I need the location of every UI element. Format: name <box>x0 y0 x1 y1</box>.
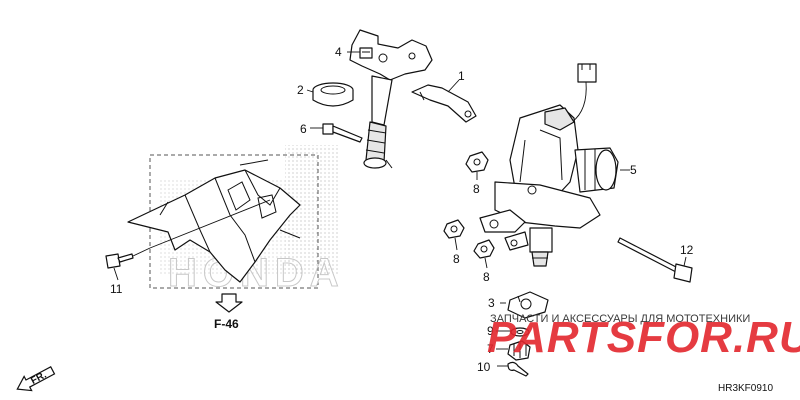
part-2-seal <box>312 82 354 107</box>
callout-6: 6 <box>300 122 307 136</box>
watermark-title: PARTSFOR.RU <box>487 313 800 362</box>
callout-9: 9 <box>487 324 494 338</box>
part-12-long-bolt <box>617 237 693 283</box>
part-9-washer <box>510 327 530 337</box>
callout-5: 5 <box>630 163 637 177</box>
diagram-code: HR3KF0910 <box>718 383 773 394</box>
watermark-subtitle: ЗАПЧАСТИ И АКСЕССУАРЫ ДЛЯ МОТОТЕХНИКИ <box>490 313 750 325</box>
part-8-nut-middle <box>443 219 465 239</box>
part-5-power-steering-unit <box>479 63 619 267</box>
part-3-arm <box>507 291 549 319</box>
frame-bracket <box>127 159 301 283</box>
front-arrow-icon <box>16 366 56 392</box>
down-arrow-icon <box>215 293 243 313</box>
callout-7: 7 <box>487 342 494 356</box>
part-6-bolt <box>322 123 363 143</box>
leader-lines <box>113 51 687 367</box>
steering-shaft-upper <box>349 29 433 169</box>
callout-1: 1 <box>458 69 465 83</box>
callout-8-upper: 8 <box>473 182 480 196</box>
callouts: 1 2 3 4 5 6 7 8 8 8 9 10 11 12 <box>110 45 694 374</box>
part-11-bolt <box>105 253 134 269</box>
part-10-cotter-pin <box>507 361 529 377</box>
reference-f46: F-46 <box>214 293 243 331</box>
watermark: ЗАПЧАСТИ И АКСЕССУАРЫ ДЛЯ МОТОТЕХНИКИ PA… <box>487 313 800 362</box>
callout-8-middle: 8 <box>453 252 460 266</box>
callout-4: 4 <box>335 45 342 59</box>
callout-12: 12 <box>680 243 694 257</box>
direction-indicator: FR. <box>16 366 56 392</box>
part-4-clip <box>359 47 373 59</box>
part-7-castle-nut <box>507 340 531 361</box>
callout-11: 11 <box>110 282 123 296</box>
callout-10: 10 <box>477 360 491 374</box>
part-8-nut-upper <box>465 151 489 173</box>
callout-3: 3 <box>488 296 495 310</box>
callout-8-lower: 8 <box>483 270 490 284</box>
part-8-nut-lower <box>473 239 495 259</box>
callout-2: 2 <box>297 83 304 97</box>
reference-label: F-46 <box>214 317 239 331</box>
part-1-bracket <box>411 84 477 123</box>
